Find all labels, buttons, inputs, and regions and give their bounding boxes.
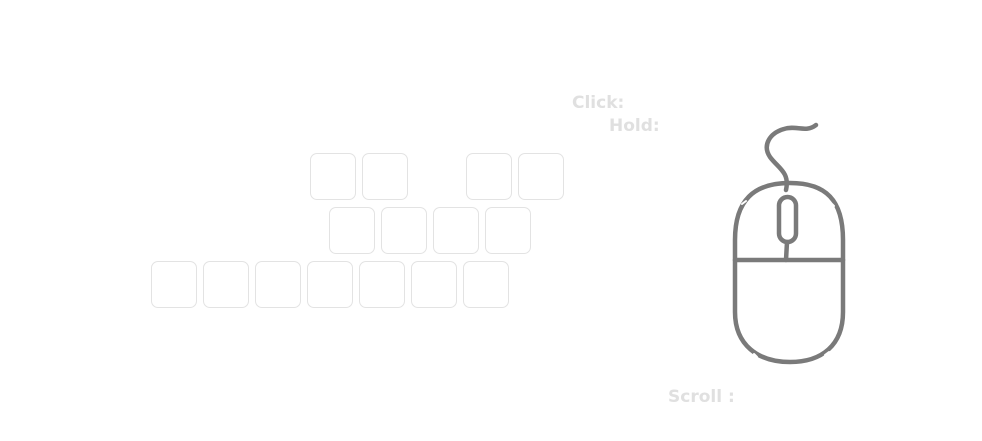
- keyboard-key: [381, 207, 427, 254]
- keyboard-key: [433, 207, 479, 254]
- keyboard-key: [463, 261, 509, 308]
- keyboard-key: [329, 207, 375, 254]
- mouse-cable: [764, 122, 819, 193]
- keyboard-key: [151, 261, 197, 308]
- computer-mouse-icon: [732, 122, 846, 365]
- click-label: Click:: [572, 93, 625, 113]
- keyboard-key: [203, 261, 249, 308]
- keyboard-key: [359, 261, 405, 308]
- keyboard-key: [310, 153, 356, 200]
- keyboard-key: [411, 261, 457, 308]
- mouse-center-line: [783, 239, 790, 263]
- mouse-scroll-wheel: [776, 194, 799, 245]
- keyboard-key: [362, 153, 408, 200]
- keyboard-key: [307, 261, 353, 308]
- keyboard-key: [485, 207, 531, 254]
- hold-label: Hold:: [609, 116, 660, 136]
- keyboard-key: [466, 153, 512, 200]
- mouse-body: [732, 180, 846, 365]
- keyboard-key: [255, 261, 301, 308]
- keyboard-key: [518, 153, 564, 200]
- scroll-label: Scroll :: [668, 387, 735, 407]
